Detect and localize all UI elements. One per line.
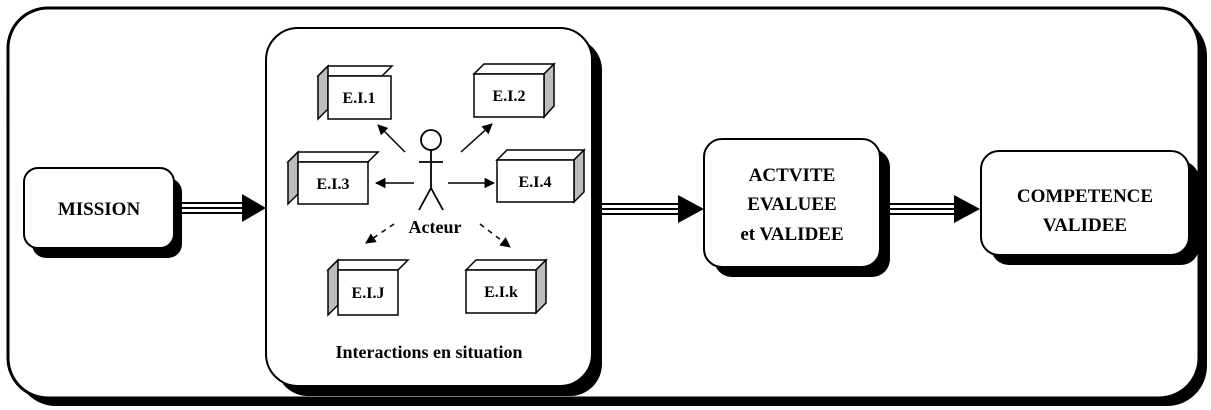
element-cube-ei1: E.I.1	[316, 64, 394, 121]
actor-arrows	[365, 123, 511, 248]
element-cube-ei3: E.I.3	[286, 150, 380, 206]
activite-label-1: ACTVITE	[749, 165, 836, 186]
activite-label-3: et VALIDEE	[740, 224, 843, 245]
element-cube-ei2: E.I.2	[472, 62, 556, 119]
competence-box: COMPETENCE VALIDEE	[980, 150, 1199, 265]
element-cube-ei4: E.I.4	[495, 148, 586, 204]
actor-label: Acteur	[409, 217, 462, 237]
arrow-to-ei2	[460, 123, 493, 153]
element-label: E.I.1	[343, 90, 376, 107]
mission-box: MISSION	[23, 167, 182, 258]
element-label: E.I.3	[317, 176, 350, 193]
activite-box: ACTVITE EVALUEE et VALIDEE	[703, 138, 890, 277]
element-cube-eik: E.I.k	[464, 258, 548, 315]
element-cube-eij: E.I.J	[326, 258, 410, 317]
actor-figure	[418, 129, 444, 211]
arrow-to-eik	[479, 223, 511, 248]
flow-arrow-mission-to-panel	[182, 194, 266, 222]
element-label: E.I.2	[493, 88, 526, 105]
interaction-panel-caption: Interactions en situation	[335, 342, 522, 362]
element-label: E.I.k	[484, 284, 518, 301]
activite-label-2: EVALUEE	[747, 194, 836, 215]
competence-label-2: VALIDEE	[1043, 215, 1127, 236]
flow-arrow-activite-to-competence	[890, 195, 980, 223]
mission-label: MISSION	[58, 199, 141, 220]
element-label: E.I.4	[519, 174, 552, 191]
arrow-to-ei1	[377, 124, 406, 153]
competence-label-1: COMPETENCE	[1017, 186, 1153, 207]
element-label: E.I.J	[352, 285, 385, 302]
flow-arrow-panel-to-activite	[602, 195, 704, 223]
